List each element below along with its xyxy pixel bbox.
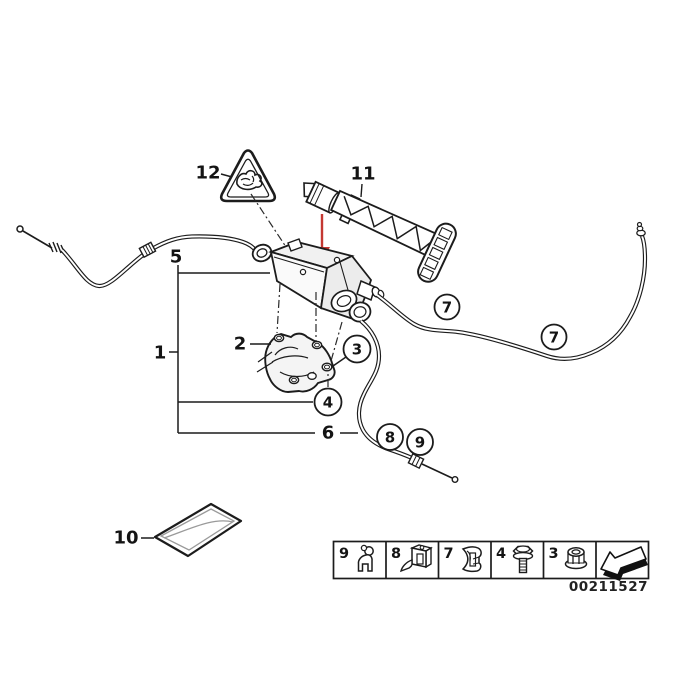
- callout-8[interactable]: 8: [376, 423, 404, 451]
- cable-adjuster-bead: [138, 241, 157, 259]
- cable-end-fitting: [636, 221, 646, 237]
- spring-clip-icon: [461, 546, 482, 573]
- diagram-part-number: 00211527: [569, 579, 648, 595]
- callout-9-label[interactable]: 9: [415, 434, 425, 452]
- callout-7b[interactable]: 7: [540, 323, 568, 351]
- hex-bolt-icon: [512, 545, 534, 574]
- callout-6-label[interactable]: 6: [322, 423, 335, 444]
- actuator-top-tab: [287, 238, 303, 252]
- index-lines: [141, 173, 358, 539]
- triangle-leader-line: [250, 193, 289, 251]
- legend-table: 9 8 7: [332, 540, 650, 581]
- cable-holder-clip-icon: [399, 544, 433, 573]
- grease-bag: [153, 502, 243, 558]
- legend-cell-3-label: 3: [549, 546, 559, 562]
- legend-cell-4: 4: [496, 545, 534, 574]
- legend-cell-8: 8: [391, 544, 433, 573]
- callout-7a-label[interactable]: 7: [442, 299, 452, 317]
- left-bowden-cable: [16, 225, 273, 289]
- legend-cell-arrow: [600, 546, 648, 581]
- callout-10[interactable]: 10: [113, 528, 138, 549]
- callout-5[interactable]: 5: [170, 247, 183, 268]
- callout-6[interactable]: 6: [322, 423, 335, 444]
- callout-12-label[interactable]: 12: [195, 163, 220, 184]
- actuator-port: [330, 289, 358, 313]
- cable-ferrule: [407, 452, 425, 470]
- legend-cell-3: 3: [549, 546, 588, 570]
- alignment-leader: [276, 283, 281, 334]
- callout-9[interactable]: 9: [406, 428, 434, 456]
- legend-cell-8-label: 8: [391, 546, 401, 562]
- callout-1[interactable]: 1: [154, 343, 167, 364]
- callout-4[interactable]: 4: [313, 387, 343, 417]
- callout-2-label[interactable]: 2: [234, 334, 247, 355]
- actuator-screw: [299, 268, 307, 276]
- legend-cell-9: 9: [339, 544, 374, 572]
- right-bowden-cable: [375, 221, 648, 361]
- callout-8-label[interactable]: 8: [385, 429, 395, 447]
- flange-nut-icon: [564, 547, 588, 570]
- callout-12[interactable]: 12: [195, 163, 220, 184]
- rail-foot-pads: [419, 226, 453, 281]
- alignment-leader: [330, 321, 343, 362]
- legend-cell-7: 7: [444, 546, 482, 573]
- legend-cell-7-label: 7: [444, 546, 454, 562]
- guide-rail: [303, 180, 457, 283]
- cable-end-grommet: [251, 243, 273, 263]
- callout-5-label[interactable]: 5: [170, 247, 183, 268]
- lower-bowden-cable: [356, 319, 459, 484]
- callout-7a[interactable]: 7: [433, 293, 461, 321]
- callout-10-label[interactable]: 10: [113, 528, 138, 549]
- direction-arrow-icon: [600, 546, 648, 581]
- legend-cell-4-label: 4: [496, 546, 506, 562]
- callout-2[interactable]: 2: [234, 334, 247, 355]
- callout-11[interactable]: 11: [350, 164, 375, 185]
- pinch-hazard-icon: [236, 169, 263, 191]
- mounting-bracket: [256, 283, 343, 393]
- callout-3-label[interactable]: 3: [352, 341, 362, 359]
- cable-end-hook-icon: [357, 544, 374, 572]
- callout-7b-label[interactable]: 7: [549, 329, 559, 347]
- callout-3[interactable]: 3: [342, 334, 372, 364]
- warning-triangle: [219, 149, 289, 251]
- bracket-bolts: [273, 333, 333, 385]
- cable-spring-section: [48, 241, 66, 255]
- callout-4-label[interactable]: 4: [323, 394, 333, 412]
- output-grommet: [348, 301, 372, 323]
- callout-1-label[interactable]: 1: [154, 343, 167, 364]
- legend-cell-9-label: 9: [339, 546, 349, 562]
- actuator-screw: [333, 256, 341, 264]
- callout-11-label[interactable]: 11: [350, 164, 375, 185]
- actuator-unit: [268, 238, 385, 323]
- label-11-leader: [360, 183, 363, 198]
